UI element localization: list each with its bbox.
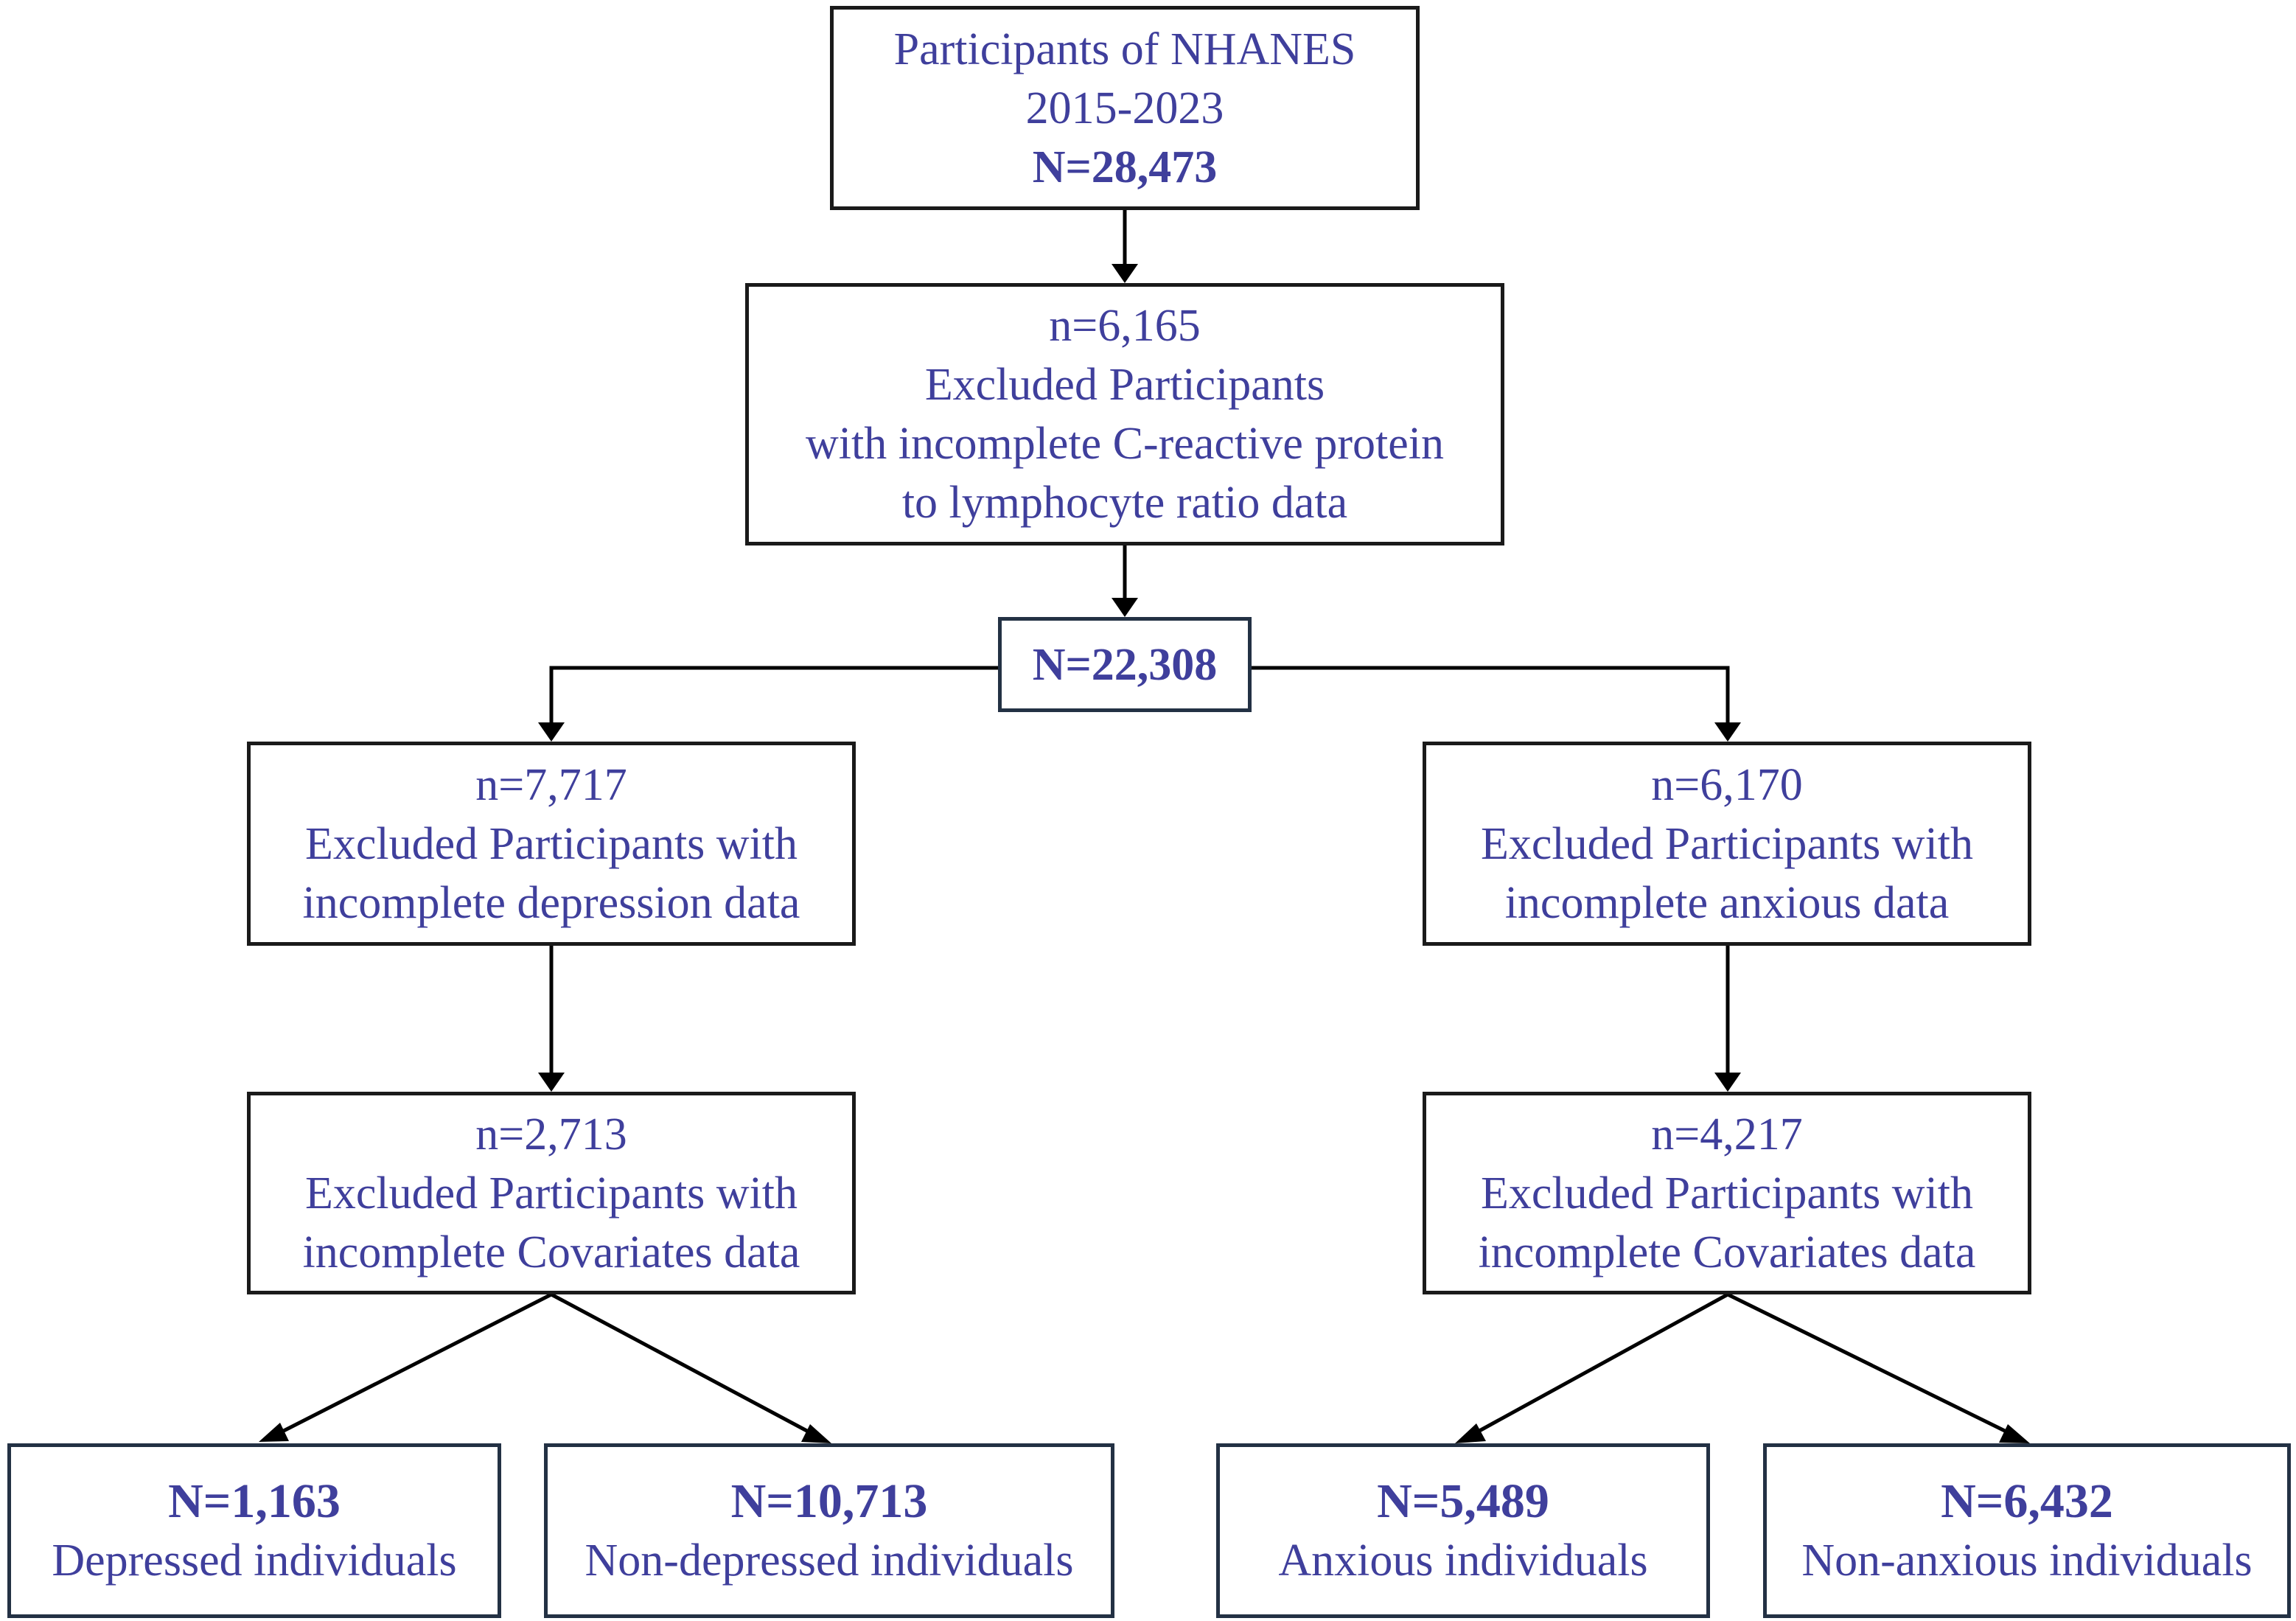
connector-covariates-to-non-depressed [550,1292,815,1437]
anxiety-exclusion-line2: incomplete anxious data [1504,877,1950,928]
crp-exclusion-box: n=6,165 Excluded Participants with incom… [745,283,1504,545]
anxiety-exclusion-box: n=6,170 Excluded Participants with incom… [1423,742,2031,946]
arrowhead-source-to-crp [1112,264,1138,283]
arrowhead-anxiety-to-covariates [1714,1073,1741,1092]
anxious-count: N=5,489 [1377,1474,1549,1528]
arrowhead-crp-to-eligible [1112,598,1138,617]
connector-covariates-to-depressed [275,1292,553,1437]
arrowhead-eligible-to-anxiety [1714,722,1741,742]
non-anxious-count: N=6,432 [1941,1474,2113,1528]
crp-exclusion-line1: Excluded Participants [924,360,1325,410]
depression-exclusion-box: n=7,717 Excluded Participants with incom… [247,742,856,946]
connector-covariates-to-anxious [1471,1292,1729,1437]
depression-covariates-line2: incomplete Covariates data [302,1227,800,1277]
depression-covariates-line1: Excluded Participants with [304,1168,798,1219]
anxiety-exclusion-count: n=6,170 [1651,759,1803,810]
anxiety-covariates-line1: Excluded Participants with [1480,1168,1974,1219]
arrowhead-depression-to-covariates [538,1073,565,1092]
non-depressed-label: Non-depressed individuals [585,1535,1074,1586]
connector-eligible-to-depression [549,666,999,722]
source-title-line1: Participants of NHANES [893,24,1356,74]
anxiety-exclusion-line1: Excluded Participants with [1480,818,1974,869]
depressed-label: Depressed individuals [52,1535,457,1586]
crp-exclusion-line2: with incomplete C-reactive protein [806,419,1444,469]
arrowhead-covariates-to-anxious [1455,1423,1486,1443]
source-count: N=28,473 [1032,142,1218,192]
connector-eligible-to-anxiety [1250,666,1730,722]
depression-covariates-count: n=2,713 [475,1109,627,1160]
arrowhead-covariates-to-non-anxious [1999,1424,2030,1443]
depression-exclusion-line2: incomplete depression data [302,877,800,928]
eligible-count: N=22,308 [1032,639,1218,690]
crp-exclusion-count: n=6,165 [1049,301,1201,351]
arrowhead-eligible-to-depression [538,722,565,742]
eligible-population-box: N=22,308 [998,617,1252,712]
depressed-group-box: N=1,163 Depressed individuals [7,1443,501,1618]
anxious-group-box: N=5,489 Anxious individuals [1216,1443,1710,1618]
depression-exclusion-line1: Excluded Participants with [304,818,798,869]
depression-exclusion-count: n=7,717 [475,759,627,810]
non-depressed-count: N=10,713 [730,1474,928,1528]
non-depressed-group-box: N=10,713 Non-depressed individuals [544,1443,1114,1618]
source-title-line2: 2015-2023 [1025,83,1224,133]
non-anxious-label: Non-anxious individuals [1801,1535,2253,1586]
depressed-count: N=1,163 [168,1474,341,1528]
anxious-label: Anxious individuals [1278,1535,1648,1586]
connector-covariates-to-non-anxious [1726,1292,2014,1437]
anxiety-covariates-exclusion-box: n=4,217 Excluded Participants with incom… [1423,1092,2031,1294]
source-population-box: Participants of NHANES 2015-2023 N=28,47… [830,6,1420,210]
depression-covariates-exclusion-box: n=2,713 Excluded Participants with incom… [247,1092,856,1294]
anxiety-covariates-line2: incomplete Covariates data [1478,1227,1976,1277]
non-anxious-group-box: N=6,432 Non-anxious individuals [1763,1443,2291,1618]
arrowhead-covariates-to-non-depressed [801,1424,831,1443]
crp-exclusion-line3: to lymphocyte ratio data [901,478,1348,528]
anxiety-covariates-count: n=4,217 [1651,1109,1803,1160]
arrowhead-covariates-to-depressed [259,1423,289,1442]
